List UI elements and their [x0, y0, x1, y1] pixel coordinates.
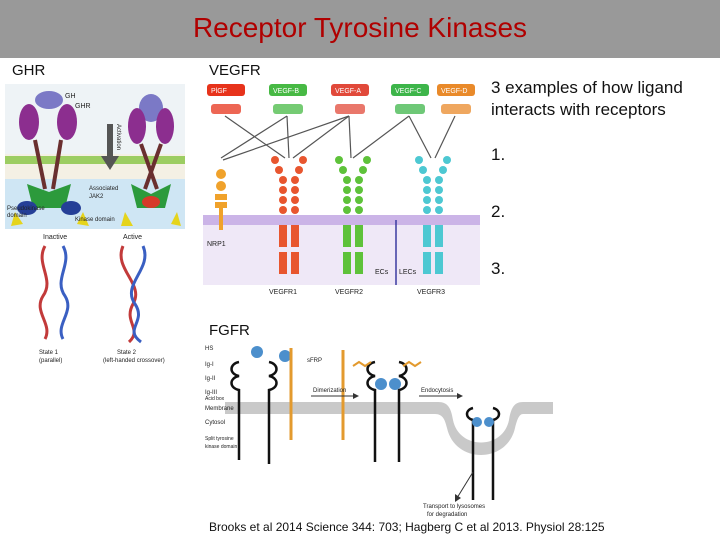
activation-arrow	[101, 124, 119, 170]
citation: Brooks et al 2014 Science 344: 703; Hagb…	[209, 520, 605, 534]
svg-text:State 1: State 1	[39, 350, 59, 356]
inactive-helix-1	[38, 245, 49, 340]
ligand-vegfd	[437, 84, 475, 96]
ghr-label: GHR	[12, 62, 46, 79]
side-intro: 3 examples of how ligand interacts with …	[491, 78, 683, 119]
svg-text:VEGF-A: VEGF-A	[335, 88, 361, 95]
ghr-right-stalk-2	[143, 143, 163, 190]
vegfr-figure: PlGF VEGF-B VEGF-A VEGF-C VEGF-D NRP1	[203, 80, 480, 300]
ghr-left-stalk-1	[33, 139, 47, 190]
slide-title: Receptor Tyrosine Kinases	[192, 12, 528, 43]
svg-text:Endocytosis: Endocytosis	[421, 388, 453, 394]
ghr-left-kinase	[61, 201, 81, 215]
ghr-membrane	[5, 156, 185, 164]
vegfr-binding-arrows	[220, 115, 456, 161]
svg-text:(left-handed crossover): (left-handed crossover)	[103, 358, 165, 364]
ghr-left-ecd-1	[19, 104, 39, 140]
fgfr-receptor-2	[267, 360, 278, 464]
ghr-right-tail-2	[171, 212, 181, 226]
svg-text:Dimerization: Dimerization	[313, 388, 346, 394]
svg-text:Activation: Activation	[115, 124, 121, 150]
gh-ligand-bound	[139, 94, 163, 122]
ligand-plgf	[207, 84, 245, 96]
svg-text:Inactive: Inactive	[43, 234, 67, 241]
svg-text:ECs: ECs	[375, 269, 389, 276]
ghr-left-pseudokinase	[17, 201, 37, 215]
ghr-right-kinase-active	[142, 196, 160, 208]
fgfr-figure: sFRP Dimerization Endocytosis Transport …	[203, 340, 560, 520]
svg-text:kinase domain: kinase domain	[205, 444, 237, 450]
svg-text:Membrane: Membrane	[205, 406, 234, 412]
svg-text:VEGFR3: VEGFR3	[417, 289, 445, 296]
svg-text:Split tyrosine: Split tyrosine	[205, 436, 234, 442]
svg-text:for degradation: for degradation	[427, 512, 467, 518]
ghr-left-ecd-2	[57, 104, 77, 140]
fgfr-membrane	[225, 402, 553, 455]
ligand-vegfa	[331, 84, 369, 96]
side-item-3: 3.	[491, 259, 506, 278]
svg-text:Acid box: Acid box	[205, 396, 225, 402]
svg-text:Kinase domain: Kinase domain	[75, 217, 115, 223]
svg-text:VEGF-B: VEGF-B	[273, 88, 299, 95]
svg-text:VEGFR1: VEGFR1	[269, 289, 297, 296]
svg-text:sFRP: sFRP	[307, 358, 322, 364]
svg-text:Associated: Associated	[89, 186, 118, 192]
svg-text:VEGFR2: VEGFR2	[335, 289, 363, 296]
svg-text:(parallel): (parallel)	[39, 358, 62, 364]
side-item-1: 1.	[491, 145, 506, 164]
svg-text:Ig-I: Ig-I	[205, 362, 214, 368]
ghr-right-stalk-1	[139, 143, 159, 190]
ghr-right-tail-1	[121, 212, 133, 226]
vegfr-label: VEGFR	[209, 62, 261, 79]
svg-text:PlGF: PlGF	[211, 88, 227, 95]
svg-text:State 2: State 2	[117, 350, 137, 356]
svg-text:domain: domain	[7, 213, 27, 219]
ligand-vegfc	[391, 84, 429, 96]
svg-text:Ig-II: Ig-II	[205, 376, 216, 382]
svg-text:HS: HS	[205, 346, 213, 352]
svg-text:JAK2: JAK2	[89, 194, 104, 200]
svg-text:GH: GH	[65, 93, 76, 100]
vegfr3-receptor	[415, 156, 451, 274]
svg-text:LECs: LECs	[399, 269, 417, 276]
svg-text:Cytosol: Cytosol	[205, 420, 225, 426]
fgfr-label: FGFR	[209, 322, 250, 339]
vegfr-membrane	[203, 215, 480, 225]
fgfr-dimer	[366, 360, 408, 462]
ghr-right-ecd-2	[156, 108, 174, 144]
title-bar	[0, 0, 720, 58]
svg-text:VEGF-C: VEGF-C	[395, 88, 421, 95]
ghr-left-tail-2	[77, 212, 89, 226]
nrp1-receptor	[215, 169, 227, 230]
svg-text:Active: Active	[123, 234, 142, 241]
fgf-ligand-2	[279, 350, 291, 362]
svg-text:Transport to lysosomes: Transport to lysosomes	[423, 504, 485, 510]
ghr-right-ecd-1	[128, 108, 146, 144]
ghr-left-stalk-2	[51, 139, 63, 190]
side-item-2: 2.	[491, 202, 506, 221]
vegfr2-receptor	[335, 156, 371, 274]
ghr-left-tail-1	[11, 212, 23, 226]
gh-ligand	[35, 91, 63, 109]
svg-text:Ig-III: Ig-III	[205, 390, 217, 396]
lysosome-arrow	[456, 471, 474, 499]
ligand-vegfb	[269, 84, 307, 96]
vegfr-cytosol	[203, 225, 480, 285]
inactive-helix-2	[59, 245, 70, 340]
ghr-left-jak2	[27, 184, 71, 208]
ghr-figure: GH GHR Associated JAK2 Pseudokinase doma…	[5, 84, 185, 364]
svg-text:GHR: GHR	[75, 103, 91, 110]
svg-text:Pseudokinase: Pseudokinase	[7, 206, 45, 212]
fgfr-receptor-1	[230, 360, 241, 460]
svg-text:NRP1: NRP1	[207, 241, 226, 248]
svg-text:VEGF-D: VEGF-D	[441, 88, 467, 95]
vegfr1-receptor	[271, 156, 307, 274]
fgf-ligand-1	[251, 346, 263, 358]
active-helix-2	[129, 245, 147, 344]
